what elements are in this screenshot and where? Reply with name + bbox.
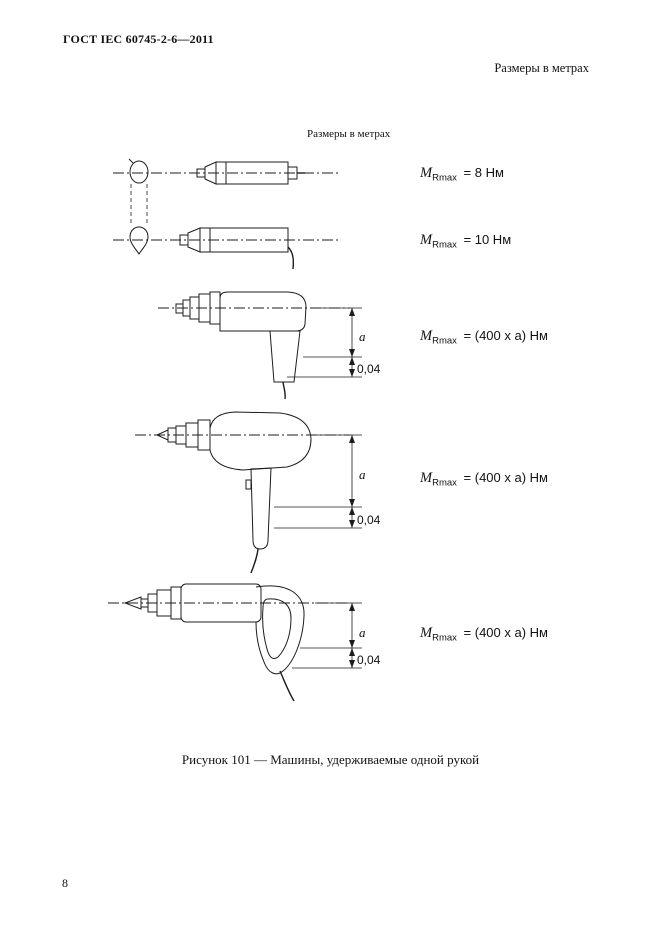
dimension-set-1: a 0,04 [287, 307, 381, 378]
torque-label-5: MRmax = (400 x a) Нм [420, 625, 548, 644]
tool-drawing-pistol-2: a 0,04 [135, 411, 381, 574]
torque-value: = (400 x a) Нм [463, 328, 548, 343]
dimension-set-3: a 0,04 [292, 602, 381, 669]
torque-subscript: Rmax [432, 477, 457, 489]
torque-symbol: M [420, 470, 433, 486]
torque-subscript: Rmax [432, 239, 457, 251]
dimension-label-offset-2: 0,04 [357, 513, 381, 527]
torque-subscript: Rmax [432, 172, 457, 184]
torque-symbol: M [420, 625, 433, 641]
torque-subscript: Rmax [432, 632, 457, 644]
dimension-label-offset-1: 0,04 [357, 362, 381, 376]
document-header: ГОСТ IEC 60745-2-6—2011 [63, 32, 214, 46]
units-note-top: Размеры в метрах [494, 61, 589, 75]
torque-value: = (400 x a) Нм [463, 470, 548, 485]
torque-label-1: MRmax = 8 Нм [420, 165, 504, 184]
torque-label-3: MRmax = (400 x a) Нм [420, 328, 548, 347]
tool-drawing-straight-1 [113, 158, 338, 226]
torque-subscript: Rmax [432, 335, 457, 347]
dimension-label-a-3: a [359, 625, 366, 640]
torque-value: = (400 x a) Нм [463, 625, 548, 640]
dimension-label-a-1: a [359, 329, 366, 344]
page-number: 8 [62, 876, 68, 890]
torque-value: = 10 Нм [463, 232, 512, 247]
figure-caption: Рисунок 101 — Машины, удерживаемые одной… [181, 752, 480, 767]
torque-symbol: M [420, 232, 433, 248]
torque-symbol: M [420, 165, 433, 181]
tool-drawing-straight-2 [113, 226, 338, 270]
torque-symbol: M [420, 328, 433, 344]
torque-label-2: MRmax = 10 Нм [420, 232, 511, 251]
dimension-label-a-2: a [359, 467, 366, 482]
dimension-label-offset-3: 0,04 [357, 653, 381, 667]
torque-label-4: MRmax = (400 x a) Нм [420, 470, 548, 489]
figure-units-note: Размеры в метрах [307, 128, 391, 140]
tool-drawing-pistol-1: a 0,04 [158, 291, 381, 400]
torque-value: = 8 Нм [463, 165, 504, 180]
tool-drawing-spade: a 0,04 [108, 583, 381, 702]
dimension-set-2: a 0,04 [274, 434, 381, 529]
